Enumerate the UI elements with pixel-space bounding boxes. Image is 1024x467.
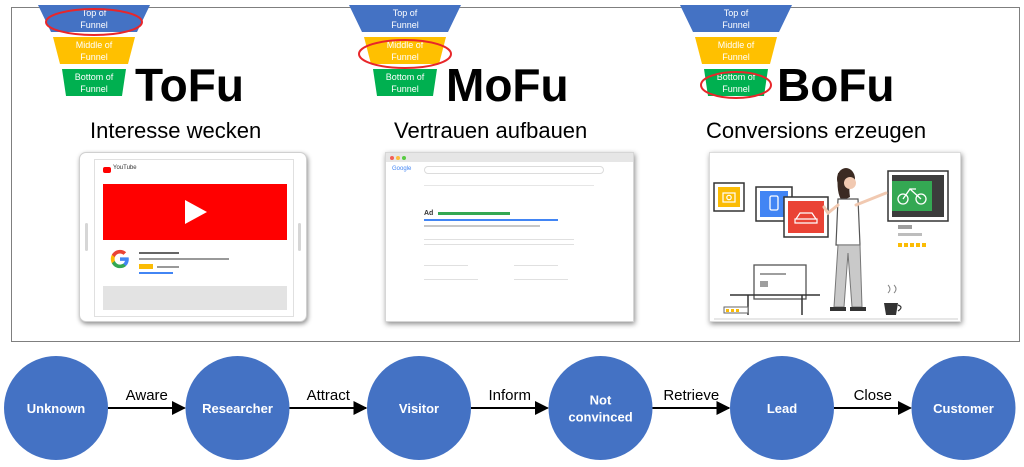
stage-subtitle: Conversions erzeugen <box>706 118 927 143</box>
journey-node <box>185 356 290 460</box>
journey-node <box>4 356 108 460</box>
funnel-level-bottom-label-1: Bottom of <box>386 72 425 82</box>
funnel-level-middle <box>364 37 446 64</box>
youtube-logo-text: YouTube <box>113 165 137 171</box>
shopping-illustration <box>713 168 958 320</box>
funnel-level-bottom-label-2: Funnel <box>80 84 108 94</box>
journey-arrow-label: Attract <box>307 387 351 404</box>
journey-node <box>911 356 1016 460</box>
funnel-level-top-label-1: Top of <box>724 8 749 18</box>
journey-arrow-label: Retrieve <box>663 387 719 404</box>
funnel-level-bottom-label-2: Funnel <box>722 84 750 94</box>
journey-arrow-label: Close <box>854 387 892 404</box>
journey-node-label: Visitor <box>399 401 439 416</box>
journey-node <box>730 356 834 460</box>
customer-journey-flow: Aware Attract Inform Retrieve Close Unknown R… <box>4 356 1016 460</box>
journey-node <box>367 356 471 460</box>
funnel-level-middle-label-1: Middle of <box>718 40 755 50</box>
funnel-level-bottom-label-1: Bottom of <box>717 72 756 82</box>
funnel-level-middle-label-1: Middle of <box>76 40 113 50</box>
journey-node-label: Not <box>590 393 612 408</box>
funnel-graphic: Top of Funnel Middle of Funnel Bottom of… <box>680 5 792 99</box>
funnel-level-top-label-1: Top of <box>82 8 107 18</box>
browser-bar <box>386 153 633 162</box>
coffee-cup-icon <box>884 284 902 315</box>
google-logo: Google <box>392 166 412 172</box>
journey-arrow-label: Inform <box>488 387 531 404</box>
bike-icon <box>897 188 927 205</box>
funnel-level-bottom <box>62 69 126 96</box>
camera-icon <box>722 192 736 203</box>
star-icon <box>898 243 926 247</box>
stage-code: ToFu <box>135 59 244 111</box>
funnel-level-top-label-2: Funnel <box>722 20 750 30</box>
ad-label: Ad <box>424 210 434 217</box>
funnel-highlight-ring <box>700 71 772 99</box>
search-bar <box>424 166 604 174</box>
journey-node-label: convinced <box>568 410 632 425</box>
funnel-stages-panel <box>11 7 1020 342</box>
stage-bofu: Top of Funnel Middle of Funnel Bottom of… <box>674 0 1014 330</box>
journey-node <box>548 356 653 460</box>
play-icon <box>185 200 207 224</box>
funnel-level-middle-label-2: Funnel <box>391 52 419 62</box>
google-g-icon <box>110 249 129 269</box>
stage-code: BoFu <box>777 59 895 111</box>
funnel-level-bottom <box>704 69 768 96</box>
stage-mofu: Top of Funnel Middle of Funnel Bottom of… <box>343 0 683 330</box>
funnel-level-top-label-2: Funnel <box>80 20 108 30</box>
funnel-highlight-ring <box>358 39 452 69</box>
funnel-level-middle <box>695 37 777 64</box>
funnel-level-top-label-2: Funnel <box>391 20 419 30</box>
funnel-level-top <box>680 5 792 32</box>
google-search-mockup: Google Ad <box>385 152 634 322</box>
car-icon <box>794 212 818 224</box>
journey-node-label: Unknown <box>27 401 86 416</box>
youtube-logo-icon <box>103 167 111 173</box>
funnel-level-bottom-label-1: Bottom of <box>75 72 114 82</box>
youtube-tablet-mockup: YouTube <box>79 152 307 322</box>
journey-node-label: Customer <box>933 401 994 416</box>
funnel-highlight-ring <box>45 8 143 36</box>
funnel-level-middle-label-2: Funnel <box>722 52 750 62</box>
funnel-level-middle-label-1: Middle of <box>387 40 424 50</box>
stage-subtitle: Interesse wecken <box>90 118 262 143</box>
funnel-graphic: Top of Funnel Middle of Funnel Bottom of… <box>38 5 150 96</box>
funnel-level-middle <box>53 37 135 64</box>
funnel-level-bottom-label-2: Funnel <box>391 84 419 94</box>
journey-node-label: Researcher <box>202 401 273 416</box>
stage-code: MoFu <box>446 59 569 111</box>
funnel-graphic: Top of Funnel Middle of Funnel Bottom of… <box>349 5 461 96</box>
funnel-level-top-label-1: Top of <box>393 8 418 18</box>
stage-subtitle: Vertrauen aufbauen <box>394 118 588 143</box>
funnel-level-top <box>349 5 461 32</box>
journey-node-label: Lead <box>767 401 797 416</box>
tablet-screen: YouTube <box>94 159 294 317</box>
phone-icon <box>769 195 779 211</box>
stage-tofu: Top of Funnel Middle of Funnel Bottom of… <box>32 0 372 330</box>
shopping-illustration-mockup <box>709 152 961 322</box>
video-player <box>103 184 287 240</box>
funnel-level-bottom <box>373 69 437 96</box>
journey-arrow-label: Aware <box>126 387 168 404</box>
funnel-level-middle-label-2: Funnel <box>80 52 108 62</box>
